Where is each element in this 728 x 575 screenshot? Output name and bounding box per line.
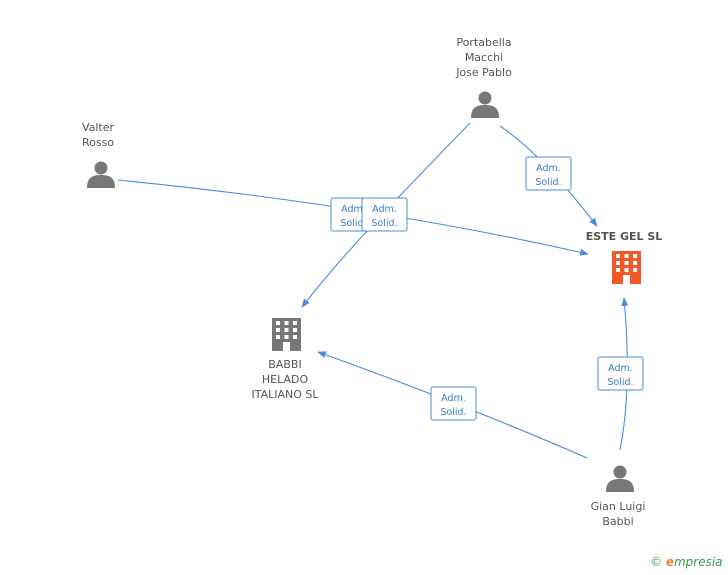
badge-line-2: Solid. — [371, 218, 397, 229]
badge-line-1: Adm. — [608, 363, 633, 374]
node-label-line: ITALIANO SL — [251, 388, 319, 401]
brand-initial: e — [665, 555, 674, 569]
person-icon — [87, 161, 115, 188]
badge-line-2: Solid. — [607, 377, 633, 388]
badge-line-2: Solid. — [535, 177, 561, 188]
node-gian-luigi[interactable]: Gian Luigi Babbi — [591, 465, 646, 529]
brand-name: mpresia — [673, 555, 723, 569]
copyright-symbol: © — [650, 555, 662, 569]
node-label-line: BABBI — [268, 358, 301, 371]
node-este-gel[interactable]: ESTE GEL SL — [586, 230, 663, 284]
footer-brand[interactable]: © empresia — [650, 555, 723, 569]
person-icon — [471, 91, 499, 118]
node-label-line: ESTE GEL SL — [586, 230, 663, 243]
badge-line-2: Solid. — [440, 407, 466, 418]
badge-line-1: Adm. — [372, 204, 397, 215]
badge-line-1: Adm. — [341, 204, 366, 215]
person-icon — [606, 465, 634, 492]
building-icon — [272, 318, 301, 351]
badge-line-1: Adm. — [536, 163, 561, 174]
badge-line-2: Solid. — [340, 218, 366, 229]
node-label-line: Babbi — [602, 515, 633, 528]
node-label-line: Macchi — [465, 51, 503, 64]
badge-portabella-este-gel[interactable]: Adm. Solid. — [525, 156, 572, 191]
badge-gian-luigi-babbi-helado[interactable]: Adm. Solid. — [430, 386, 477, 421]
badge-gian-luigi-este-gel[interactable]: Adm. Solid. — [597, 356, 644, 391]
node-valter[interactable]: Valter Rosso — [82, 121, 115, 188]
node-babbi-helado[interactable]: BABBI HELADO ITALIANO SL — [251, 318, 319, 401]
edge-badges: Adm. Solid. Adm. Solid. Adm. Solid. Adm.… — [330, 156, 644, 421]
node-label-line: Jose Pablo — [455, 66, 512, 79]
node-label-line: Valter — [82, 121, 115, 134]
node-label-line: HELADO — [262, 373, 309, 386]
badge-portabella-babbi-helado[interactable]: Adm. Solid. — [361, 197, 408, 232]
node-label-line: Gian Luigi — [591, 500, 646, 513]
building-icon — [612, 251, 641, 284]
node-label-line: Rosso — [82, 136, 114, 149]
node-portabella[interactable]: Portabella Macchi Jose Pablo — [455, 36, 512, 118]
node-label-line: Portabella — [456, 36, 511, 49]
badge-line-1: Adm. — [441, 393, 466, 404]
